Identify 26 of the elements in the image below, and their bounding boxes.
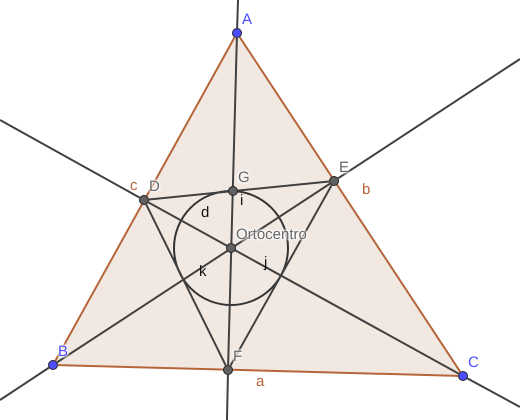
line-extension [236, 0, 239, 28]
side-label: c [130, 177, 138, 194]
line-segment [227, 38, 238, 366]
line-extension [0, 366, 50, 401]
point-label: E [339, 159, 350, 176]
line-segment [56, 182, 330, 364]
line-label: d [201, 204, 210, 221]
triangle-side [54, 36, 236, 362]
point-label: C [468, 354, 479, 371]
line-segment [148, 180, 330, 200]
point-label: A [242, 11, 252, 28]
line-extension [466, 378, 520, 408]
line-extension [0, 119, 140, 198]
triangle-side [58, 364, 458, 377]
point-label: G [238, 169, 250, 186]
line-label: i [240, 192, 244, 209]
line-segment [230, 184, 332, 366]
triangle-side [238, 36, 462, 372]
line-label: j [264, 254, 268, 271]
line-segment [148, 202, 460, 374]
line-extension [226, 374, 229, 420]
side-label: a [256, 373, 264, 390]
line-label: k [199, 263, 206, 280]
line-extension [338, 58, 520, 180]
line-segment [145, 204, 227, 366]
side-label: b [362, 181, 370, 198]
